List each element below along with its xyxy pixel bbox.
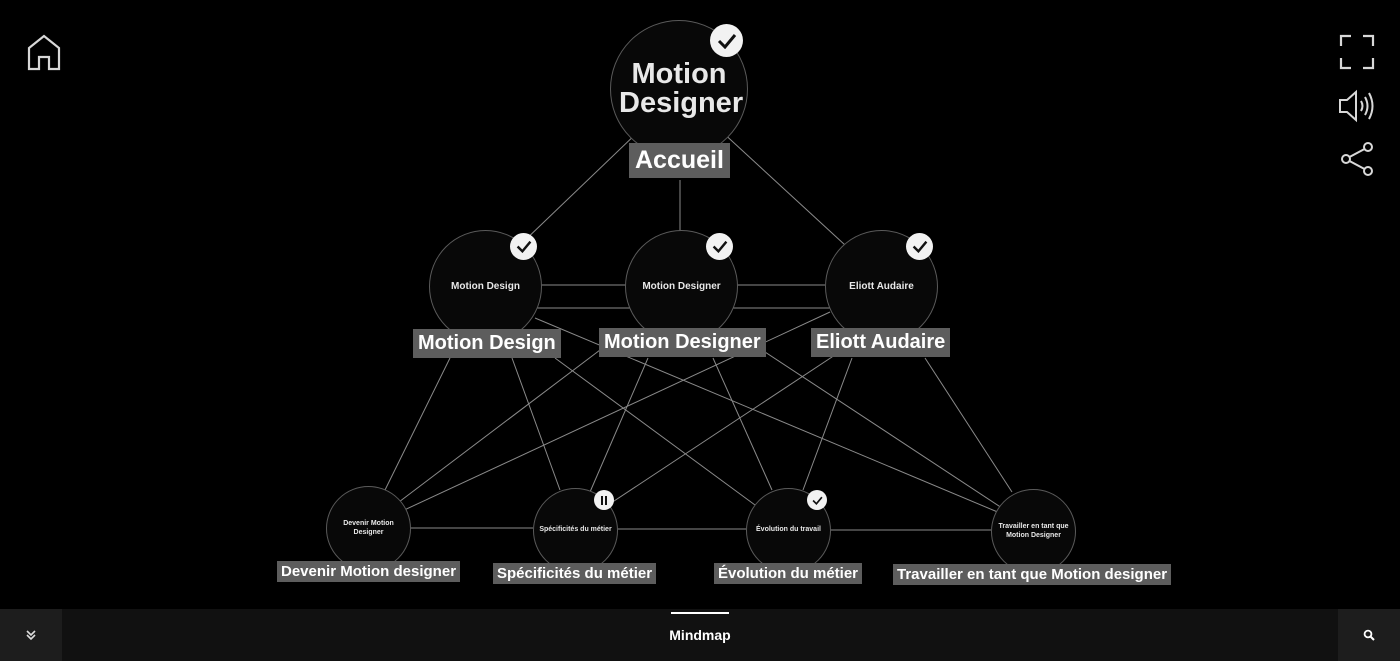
pause-icon [594, 490, 614, 510]
tag-accueil[interactable]: Accueil [629, 143, 730, 178]
fullscreen-button[interactable] [1338, 33, 1376, 71]
fullscreen-icon [1339, 34, 1375, 70]
search-button[interactable] [1338, 609, 1400, 661]
link-md-evolution [554, 357, 756, 506]
tag-specificites[interactable]: Spécificités du métier [493, 563, 657, 584]
tab-mindmap-label: Mindmap [669, 627, 731, 643]
center-node-title: Motion Designer [619, 58, 744, 119]
node-label: Motion Designer [642, 280, 721, 292]
tab-mindmap[interactable]: Mindmap [640, 609, 760, 661]
link-md-specificites [511, 357, 561, 491]
mindmap-node-travailler[interactable]: Travailler en tant que Motion Designer [991, 489, 1076, 574]
share-button[interactable] [1338, 140, 1376, 178]
tag-motion-design[interactable]: Motion Design [413, 329, 561, 358]
sound-button[interactable] [1336, 87, 1378, 125]
search-icon [1363, 629, 1375, 641]
check-icon [807, 490, 827, 510]
sound-icon [1339, 89, 1374, 123]
node-label: Travailler en tant que Motion Designer [998, 523, 1069, 539]
bottom-bar: Mindmap [0, 609, 1400, 661]
chevrons-down-icon [26, 630, 36, 641]
tag-eliott-audaire[interactable]: Eliott Audaire [811, 328, 951, 357]
tag-evolution[interactable]: Évolution du métier [714, 563, 863, 584]
tag-travailler[interactable]: Travailler en tant que Motion designer [893, 564, 1172, 585]
home-icon [27, 34, 61, 71]
home-button[interactable] [24, 32, 64, 72]
link-ea-specificites [604, 354, 836, 508]
mindmap-node-devenir[interactable]: Devenir Motion Designer [326, 486, 411, 571]
link-mdr-devenir [394, 349, 601, 506]
link-mdr-evolution [712, 357, 773, 491]
node-label: Évolution du travail [756, 526, 821, 534]
link-center-eliott [719, 129, 846, 246]
tag-devenir[interactable]: Devenir Motion designer [277, 561, 461, 582]
node-label: Eliott Audaire [849, 280, 914, 292]
link-md-devenir [384, 357, 451, 491]
link-mdr-specificites [589, 357, 649, 493]
tab-active-indicator [671, 612, 729, 614]
node-label: Devenir Motion Designer [343, 520, 394, 536]
link-ea-evolution [802, 357, 853, 491]
link-center-motion-design [519, 129, 641, 246]
node-label: Motion Design [451, 280, 520, 292]
tag-motion-designer[interactable]: Motion Designer [599, 328, 766, 357]
check-icon [906, 233, 933, 260]
collapse-button[interactable] [0, 609, 62, 661]
link-mdr-travailler [761, 349, 1006, 511]
node-label: Spécificités du métier [539, 526, 612, 534]
check-icon [710, 24, 743, 57]
check-icon [510, 233, 537, 260]
share-icon [1341, 142, 1373, 176]
check-icon [706, 233, 733, 260]
link-ea-travailler [924, 357, 1013, 493]
